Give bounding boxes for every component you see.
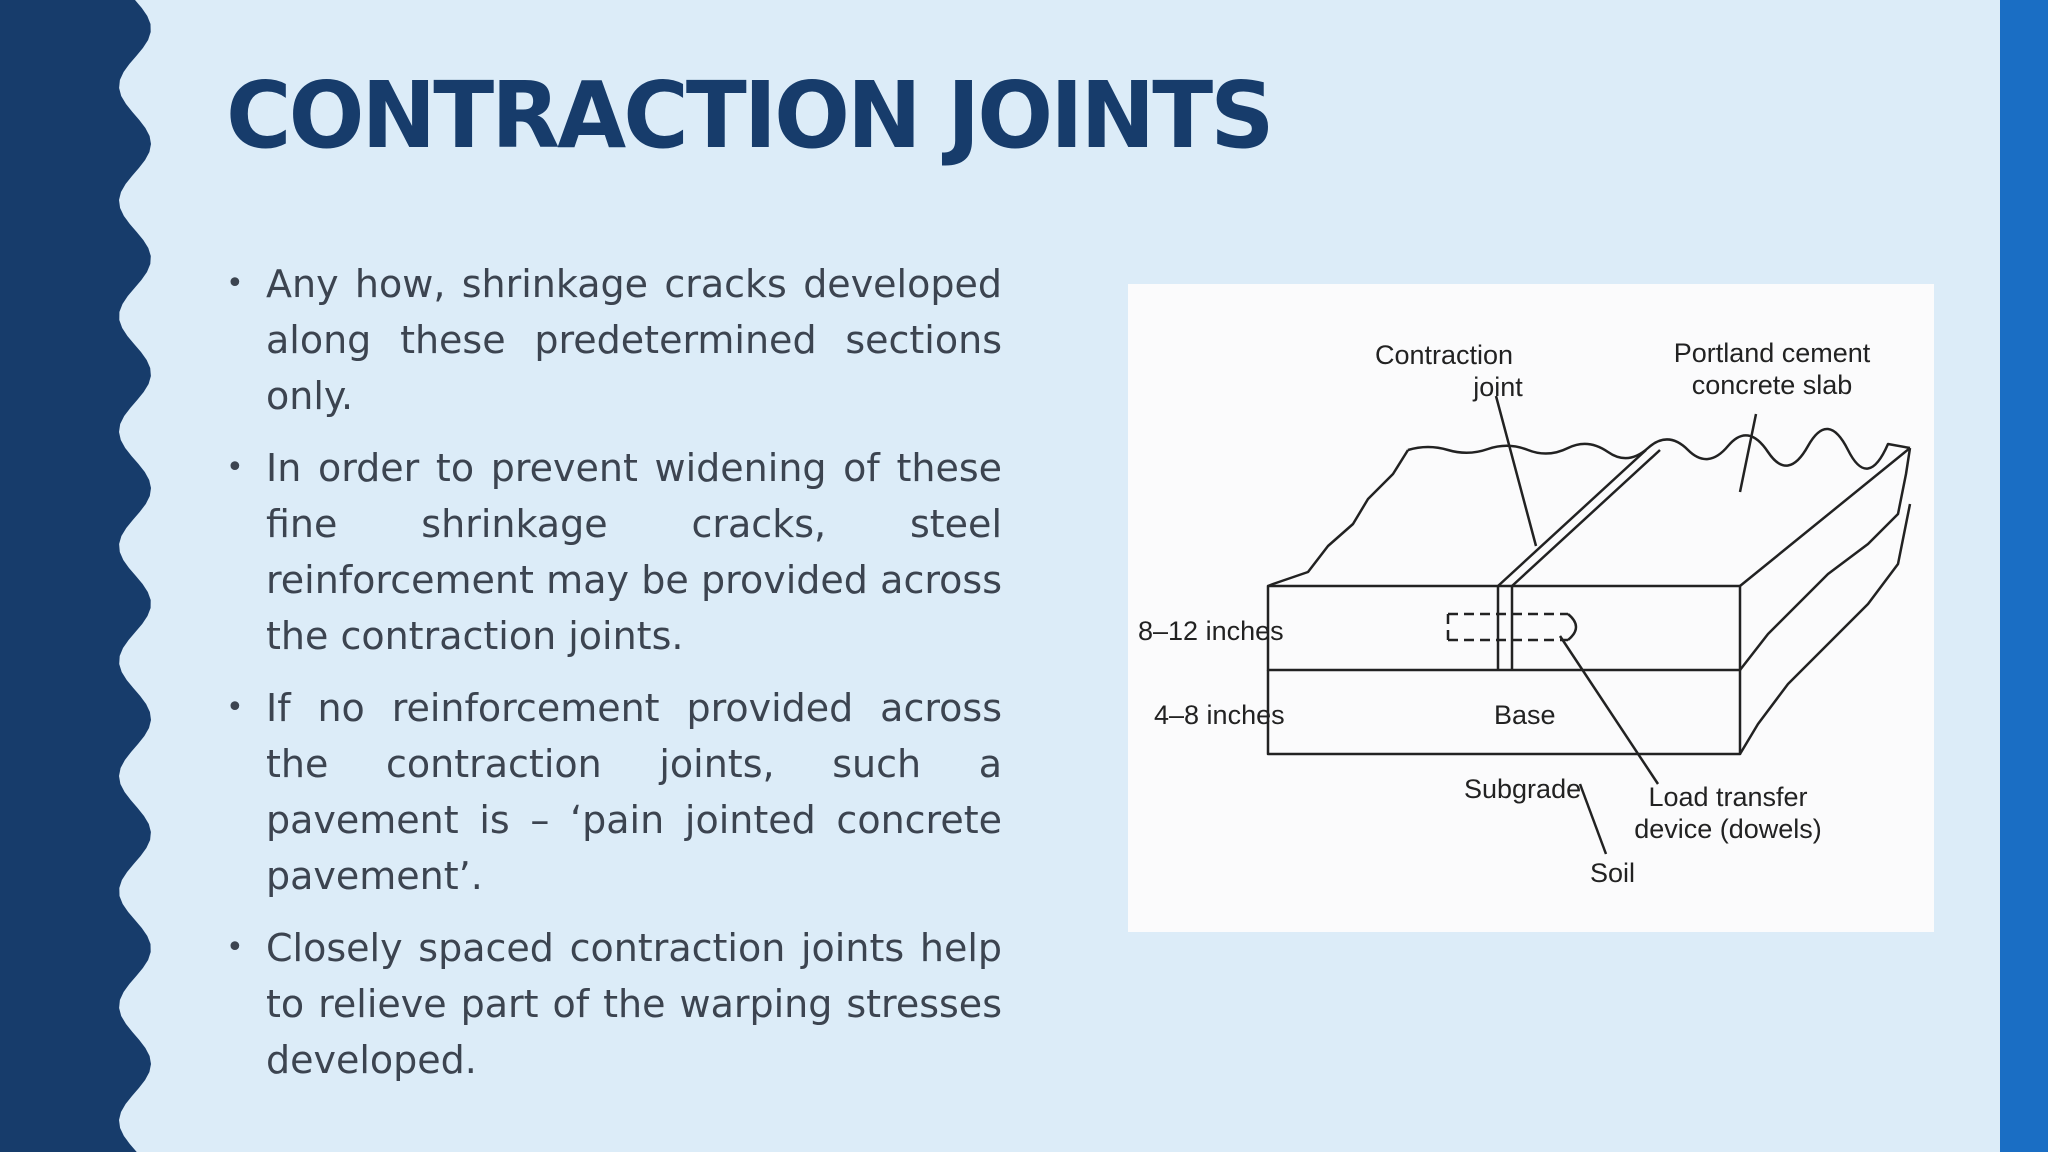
label-base-thickness: 4–8 inches — [1154, 700, 1285, 730]
diagram-svg: Contraction joint Portland cement concre… — [1138, 338, 1912, 888]
leader-dowels — [1558, 635, 1660, 785]
label-slab-thickness: 8–12 inches — [1138, 616, 1284, 646]
leader-soil — [1578, 783, 1608, 855]
label-dowels-2: device (dowels) — [1634, 814, 1822, 844]
label-base: Base — [1494, 700, 1556, 730]
bullet-dot: • — [226, 266, 244, 301]
dowel-bar — [1446, 612, 1568, 642]
bullet-text: If no reinforcement provided across the … — [266, 686, 1002, 898]
bullet-item: • In order to prevent widening of these f… — [226, 440, 1002, 664]
base-layer — [1266, 670, 1742, 756]
leader-contraction-joint — [1494, 395, 1538, 547]
bullet-item: • Closely spaced contraction joints help … — [226, 920, 1002, 1088]
bullet-list: • Any how, shrinkage cracks developed alo… — [226, 256, 1002, 1104]
joint-line-top — [1497, 449, 1661, 587]
left-wave-band — [0, 0, 151, 1152]
dowel-end — [1567, 613, 1578, 641]
slab-front-face — [1266, 584, 1742, 672]
base-right-broken-edge — [1738, 503, 1912, 755]
label-contraction-joint-2: joint — [1472, 372, 1523, 402]
bullet-item: • Any how, shrinkage cracks developed alo… — [226, 256, 1002, 424]
bullet-text: Closely spaced contraction joints help t… — [266, 926, 1002, 1082]
label-soil: Soil — [1590, 858, 1635, 888]
bullet-item: • If no reinforcement provided across the… — [226, 680, 1002, 904]
pavement-joint-diagram: Contraction joint Portland cement concre… — [1128, 284, 1934, 932]
bullet-text: Any how, shrinkage cracks developed alon… — [266, 262, 1002, 418]
bullet-text: In order to prevent widening of these fi… — [266, 446, 1002, 658]
label-contraction-joint-1: Contraction — [1375, 340, 1513, 370]
bullet-dot: • — [226, 930, 244, 965]
slab-left-broken-edge — [1267, 449, 1410, 588]
slab-right-top-edge — [1739, 447, 1911, 587]
joint-line-front — [1496, 586, 1514, 670]
bullet-dot: • — [226, 690, 244, 725]
label-slab-2: concrete slab — [1692, 370, 1853, 400]
label-subgrade: Subgrade — [1464, 774, 1581, 804]
slab-right-broken-edge — [1739, 447, 1912, 671]
label-dowels-1: Load transfer — [1648, 782, 1807, 812]
slab-back-edge — [1407, 427, 1911, 470]
bullet-dot: • — [226, 450, 244, 485]
right-accent-bar — [2000, 0, 2048, 1152]
label-slab-1: Portland cement — [1674, 338, 1871, 368]
slide-title: CONTRACTION JOINTS — [226, 62, 1275, 169]
leader-slab — [1738, 413, 1758, 493]
